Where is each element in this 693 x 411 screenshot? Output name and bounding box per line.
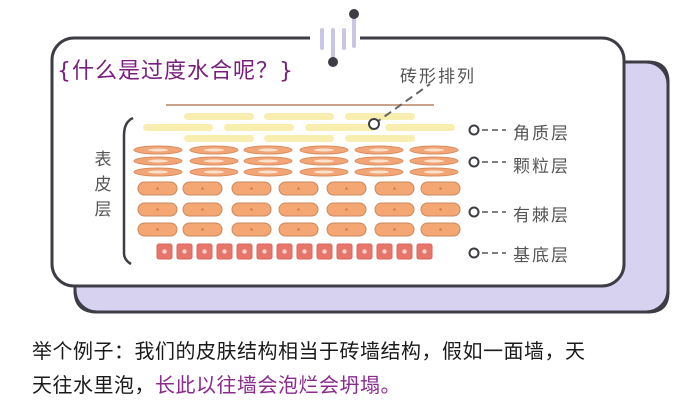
basal-nucleus: [202, 249, 207, 254]
annotation-label: 砖形排列: [400, 67, 476, 87]
granular-cell-highlight: [148, 148, 168, 152]
epidermis-bracket: [122, 116, 134, 266]
spinous-nucleus: [345, 208, 348, 211]
basal-nucleus: [382, 249, 387, 254]
granular-cell-highlight: [424, 170, 444, 174]
granular-cell-highlight: [369, 170, 389, 174]
corneum-cell: [184, 135, 254, 142]
granular-cell-highlight: [148, 170, 168, 174]
granular-cell-highlight: [258, 148, 278, 152]
granular-cell-highlight: [148, 159, 168, 163]
spinous-nucleus: [297, 187, 300, 190]
decor-lines: [320, 9, 359, 67]
spinous-nucleus: [297, 208, 300, 211]
spinous-nucleus: [201, 187, 204, 190]
spinous-nucleus: [393, 228, 396, 231]
spinous-nucleus: [393, 187, 396, 190]
spinous-nucleus: [250, 187, 253, 190]
spinous-nucleus: [439, 228, 442, 231]
basal-nucleus: [162, 249, 167, 254]
granular-cell-highlight: [314, 148, 334, 152]
corneum-cell: [385, 124, 455, 131]
basal-nucleus: [322, 249, 327, 254]
granular-cell-highlight: [258, 159, 278, 163]
granular-cell-highlight: [314, 170, 334, 174]
basal-nucleus: [342, 249, 347, 254]
corneum-cell: [264, 113, 334, 120]
corneum-cell: [224, 124, 294, 131]
page-title: {什么是过度水合呢？}: [57, 59, 294, 84]
granular-cell-highlight: [369, 148, 389, 152]
basal-nucleus: [222, 249, 227, 254]
granular-cell-highlight: [258, 170, 278, 174]
granular-cell-highlight: [369, 159, 389, 163]
corneum-cell: [345, 135, 415, 142]
basal-nucleus: [362, 249, 367, 254]
layer-label-stratum-granulosum: 颗粒层: [513, 157, 570, 177]
leader-dot: [468, 156, 480, 168]
spinous-nucleus: [201, 228, 204, 231]
epidermis-label: 表皮层: [94, 150, 112, 220]
spinous-nucleus: [250, 208, 253, 211]
layer-label-stratum-spinosum: 有棘层: [513, 206, 570, 226]
annotation-dot: [368, 118, 380, 130]
basal-nucleus: [302, 249, 307, 254]
cell-layers: [133, 113, 461, 260]
corneum-cell: [345, 113, 415, 120]
layer-label-stratum-basale: 基底层: [513, 246, 570, 266]
basal-nucleus: [262, 249, 267, 254]
spinous-nucleus: [156, 208, 159, 211]
corneum-cell: [184, 113, 254, 120]
caption-line-1: 举个例子：我们的皮肤结构相当于砖墙结构，假如一面墙，天: [32, 339, 586, 363]
layer-label-stratum-corneum: 角质层: [513, 124, 570, 144]
caption-line-2: 天往水里泡，长此以往墙会泡烂会坍塌。: [32, 369, 672, 398]
caption-highlight: 长此以往墙会泡烂会坍塌。: [155, 373, 401, 397]
spinous-nucleus: [250, 228, 253, 231]
caption-plain: 天往水里泡，: [32, 373, 155, 397]
spinous-nucleus: [201, 208, 204, 211]
spinous-nucleus: [345, 187, 348, 190]
spinous-nucleus: [156, 187, 159, 190]
leader-dot: [468, 206, 480, 218]
basal-nucleus: [182, 249, 187, 254]
corneum-cell: [305, 124, 375, 131]
leader-dot: [468, 124, 480, 136]
granular-cell-highlight: [424, 148, 444, 152]
basal-nucleus: [422, 249, 427, 254]
spinous-nucleus: [393, 208, 396, 211]
spinous-nucleus: [156, 228, 159, 231]
granular-cell-highlight: [204, 170, 224, 174]
spinous-nucleus: [439, 187, 442, 190]
spinous-nucleus: [345, 228, 348, 231]
spinous-nucleus: [439, 208, 442, 211]
basal-nucleus: [242, 249, 247, 254]
granular-cell-highlight: [314, 159, 334, 163]
granular-cell-highlight: [204, 159, 224, 163]
leader-dot: [468, 247, 480, 259]
basal-nucleus: [402, 249, 407, 254]
basal-nucleus: [282, 249, 287, 254]
corneum-cell: [143, 124, 213, 131]
spinous-nucleus: [297, 228, 300, 231]
granular-cell-highlight: [424, 159, 444, 163]
granular-cell-highlight: [204, 148, 224, 152]
annotation-pointer: [373, 83, 431, 125]
corneum-cell: [264, 135, 334, 142]
layer-leaders: [468, 124, 506, 259]
